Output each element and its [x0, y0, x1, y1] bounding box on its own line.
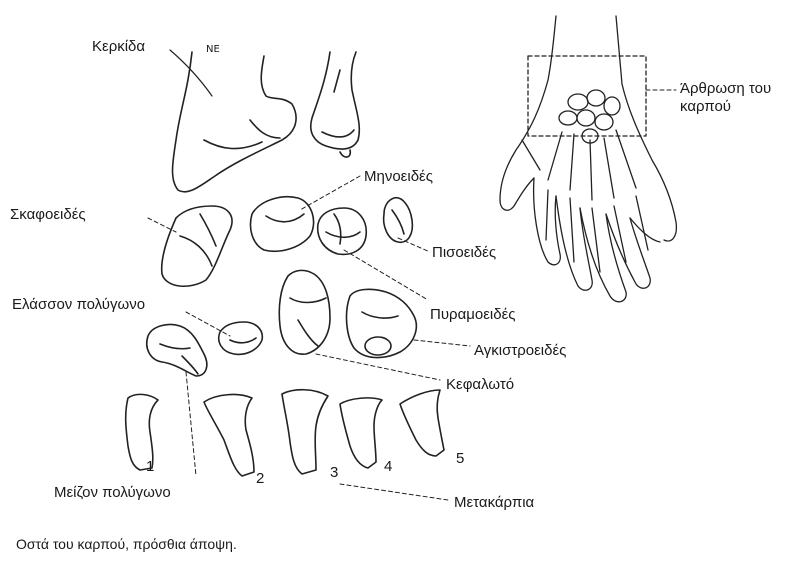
scaphoid-bone [162, 206, 232, 286]
label-scaphoid: Σκαφοειδές [10, 206, 86, 224]
label-triquetrum: Πυραμοειδές [430, 306, 516, 324]
metacarpal-2 [204, 395, 254, 476]
label-metacarpals: Μετακάρπια [454, 494, 534, 512]
hamate-bone [347, 289, 417, 357]
hand-illustration [500, 16, 676, 302]
ulna-bone [311, 52, 360, 157]
metacarpal-number-4: 4 [384, 458, 392, 476]
metacarpal-3 [282, 390, 328, 474]
metacarpal-number-1: 1 [146, 458, 154, 476]
leader-lines [148, 90, 676, 500]
figure-caption: Οστά του καρπού, πρόσθια άποψη. [16, 536, 237, 552]
metacarpal-4 [340, 398, 382, 468]
trapezoid-bone [219, 322, 263, 354]
lunate-bone [251, 197, 314, 251]
capitate-bone [279, 270, 330, 354]
pisiform-bone [384, 198, 413, 243]
label-lunate: Μηνοειδές [364, 168, 433, 186]
metacarpal-number-2: 2 [256, 470, 264, 488]
label-capitate: Κεφαλωτό [446, 376, 514, 394]
label-trapezoid: Ελάσσον πολύγωνο [12, 296, 145, 314]
label-trapezium: Μείζον πολύγωνο [54, 484, 171, 502]
metacarpal-number-5: 5 [456, 450, 464, 468]
label-wrist-joint: Άρθρωση του καρπού [680, 80, 790, 116]
label-pisiform: Πισοειδές [432, 244, 496, 262]
triquetrum-bone [318, 208, 367, 254]
label-radius: Κερκίδα [92, 38, 145, 56]
trapezium-bone [147, 324, 207, 376]
label-hamate: Αγκιστροειδές [474, 342, 566, 360]
metacarpal-number-3: 3 [330, 464, 338, 482]
metacarpal-5 [400, 390, 444, 456]
radius-bone [173, 52, 297, 192]
handwritten-note: ΝΕ [206, 44, 220, 55]
